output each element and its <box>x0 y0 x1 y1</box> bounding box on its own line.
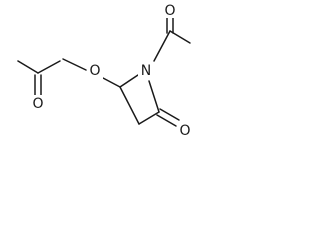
atom-oxygen-acetyl: O <box>163 3 177 19</box>
atom-oxygen-ester-carbonyl: O <box>31 95 45 112</box>
bond-ester-oxygen-bridge <box>62 58 87 71</box>
bond-acetyl-carbonyl-to-nitrogen <box>153 30 171 62</box>
atom-labels: O N O O O <box>31 3 193 139</box>
bond-lactam-carbonyl-double-a <box>159 108 180 121</box>
atom-nitrogen: N <box>138 63 154 79</box>
bond-ring-carbon-to-ester-oxygen <box>102 77 121 88</box>
atom-label-oxygen-acetyl: O <box>164 3 175 19</box>
bond-lactam-carbonyl-double-b <box>156 114 177 127</box>
atom-label-oxygen-ester: O <box>89 63 100 79</box>
bond-ring-carbon-c4-to-c3 <box>119 86 140 125</box>
bond-ester-carbonyl-carbon-to-methyl <box>17 60 39 74</box>
bonds <box>17 15 191 127</box>
atom-oxygen-ester: O <box>87 63 103 79</box>
bond-ester-oxygen-to-carbonyl-carbon <box>37 60 61 74</box>
atom-oxygen-lactam: O <box>177 123 193 139</box>
bond-ring-carbon-c2-to-nitrogen <box>148 80 160 113</box>
bond-nitrogen-to-ring-carbon-c4 <box>119 74 139 88</box>
atom-label-oxygen-lactam: O <box>179 123 190 139</box>
bond-ring-carbon-c3-to-c2 <box>138 111 160 125</box>
atom-label-oxygen-ester-carbonyl: O <box>32 96 43 112</box>
skeletal-structure-diagram: O N O O O <box>17 3 193 139</box>
atom-label-nitrogen: N <box>141 63 151 79</box>
